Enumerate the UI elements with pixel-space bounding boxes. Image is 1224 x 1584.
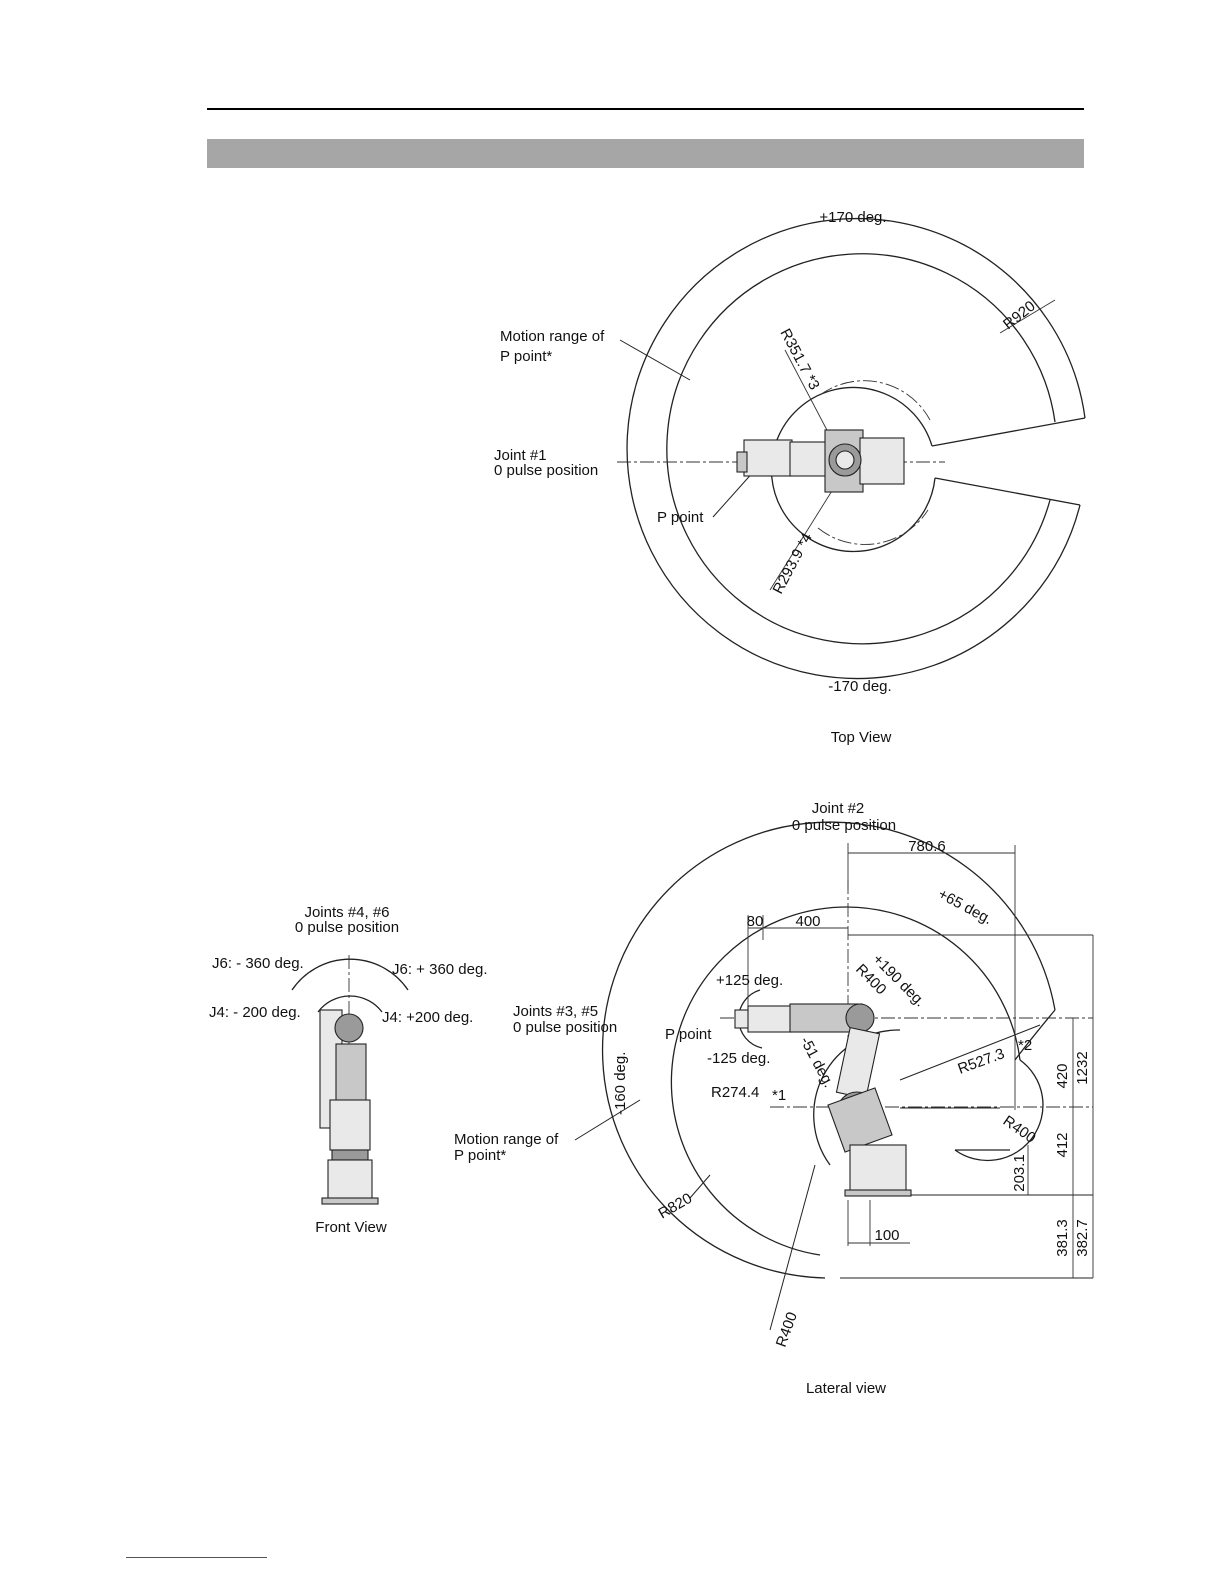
lateral-outer-arc bbox=[601, 821, 1056, 1279]
top-view: +170 deg. -170 deg. R920 R351.7 *3 R293.… bbox=[494, 209, 1086, 746]
joint2-label-line1: Joint #2 bbox=[812, 800, 865, 817]
dim-203: 203.1 bbox=[1011, 1154, 1028, 1192]
lateral-p-point-label: P point bbox=[665, 1026, 712, 1043]
j6-plus-label: J6: + 360 deg. bbox=[392, 961, 488, 978]
lateral-view: Joint #2 0 pulse position 780.6 80 400 +… bbox=[454, 800, 1094, 1397]
lateral-view-caption: Lateral view bbox=[806, 1380, 886, 1397]
angle-plus-65: +65 deg. bbox=[935, 886, 995, 929]
angle-minus-51: -51 deg. bbox=[796, 1034, 837, 1091]
radius-r274-note: *1 bbox=[772, 1087, 786, 1104]
joints35-label-line1: Joints #3, #5 bbox=[513, 1003, 598, 1020]
radius-r274: R274.4 bbox=[711, 1084, 759, 1101]
dim-381: 381.3 bbox=[1054, 1219, 1071, 1257]
footer-link-underline[interactable] bbox=[126, 1557, 267, 1558]
dim-400: 400 bbox=[795, 913, 820, 930]
motion-range-label-line2: P point* bbox=[500, 348, 552, 365]
dim-780: 780.6 bbox=[908, 838, 946, 855]
header-rule bbox=[207, 108, 1084, 110]
dim-1232: 1232 bbox=[1074, 1051, 1091, 1084]
dim-80: 80 bbox=[747, 913, 764, 930]
radius-r293: R293.9 *4 bbox=[770, 530, 816, 597]
dim-100: 100 bbox=[874, 1227, 899, 1244]
dim-420: 420 bbox=[1054, 1063, 1071, 1088]
lateral-motion-range-line2: P point* bbox=[454, 1147, 506, 1164]
radius-r527-note: *2 bbox=[1018, 1037, 1032, 1054]
front-view: Joints #4, #6 0 pulse position J6: - 360… bbox=[209, 904, 488, 1236]
j4-plus-label: J4: +200 deg. bbox=[382, 1009, 473, 1026]
radius-r920: R920 bbox=[1000, 298, 1039, 333]
p-point-label: P point bbox=[657, 509, 704, 526]
radius-r527: R527.3 bbox=[956, 1045, 1007, 1078]
angle-minus-160: -160 deg. bbox=[612, 1052, 629, 1115]
dim-382: 382.7 bbox=[1074, 1219, 1091, 1257]
robot-top-view bbox=[736, 429, 905, 493]
front-view-caption: Front View bbox=[315, 1219, 387, 1236]
lateral-motion-range-line1: Motion range of bbox=[454, 1131, 559, 1148]
angle-plus-170: +170 deg. bbox=[819, 209, 886, 226]
j4-minus-label: J4: - 200 deg. bbox=[209, 1004, 301, 1021]
section-title-bar bbox=[207, 139, 1084, 168]
angle-plus-125: +125 deg. bbox=[716, 972, 783, 989]
radius-r400-right: R400 bbox=[1000, 1112, 1039, 1146]
angle-minus-125: -125 deg. bbox=[707, 1050, 770, 1067]
robot-front-view bbox=[319, 1009, 379, 1205]
top-view-caption: Top View bbox=[831, 729, 892, 746]
j6-minus-label: J6: - 360 deg. bbox=[212, 955, 304, 972]
joint1-label-line2: 0 pulse position bbox=[494, 462, 598, 479]
outer-range-arc bbox=[626, 217, 1086, 680]
base-clearance-arc bbox=[770, 386, 936, 553]
dim-412: 412 bbox=[1054, 1132, 1071, 1157]
radius-r351: R351.7 *3 bbox=[776, 326, 822, 393]
front-joints-line1: Joints #4, #6 bbox=[304, 904, 389, 921]
motion-range-label-line1: Motion range of bbox=[500, 328, 605, 345]
robot-lateral-view bbox=[734, 1003, 912, 1197]
joint1-label-line1: Joint #1 bbox=[494, 447, 547, 464]
lateral-inner-arc bbox=[670, 906, 1021, 1256]
front-joints-line2: 0 pulse position bbox=[295, 919, 399, 936]
angle-minus-170: -170 deg. bbox=[828, 678, 891, 695]
radius-r400-bottom: R400 bbox=[773, 1310, 801, 1350]
joints35-label-line2: 0 pulse position bbox=[513, 1019, 617, 1036]
inner-range-arc bbox=[666, 253, 1056, 645]
joint2-label-line2: 0 pulse position bbox=[792, 817, 896, 834]
